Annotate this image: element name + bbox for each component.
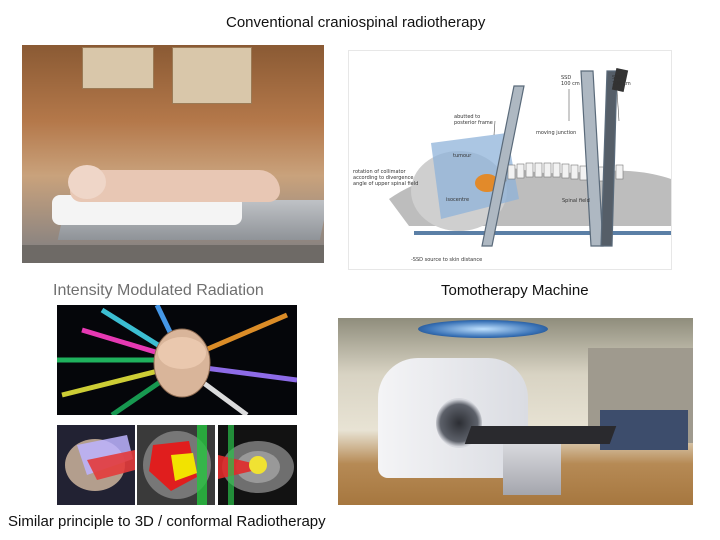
thumb-3-svg: [218, 425, 297, 505]
slide-title: Conventional craniospinal radiotherapy: [226, 14, 486, 31]
thumb-2-svg: [137, 425, 215, 505]
wall-cabinet: [172, 47, 252, 104]
imrt-beams-svg: [57, 305, 297, 415]
thumb-1-svg: [57, 425, 135, 505]
diagram-svg: [389, 67, 671, 247]
imrt-thumbnail-1: [57, 425, 135, 505]
craniospinal-field-diagram: abutted to posterior frame SSD 100 cm SS…: [348, 50, 672, 270]
patient-couch: [464, 426, 617, 444]
label-rotation: rotation of collimator according to dive…: [353, 169, 419, 187]
imrt-thumbnail-3: [218, 425, 297, 505]
label-ssd-1: SSD 100 cm: [561, 75, 580, 87]
footer-caption: Similar principle to 3D / conformal Radi…: [8, 513, 326, 530]
label-moving-junction: moving junction: [536, 130, 577, 136]
floor: [22, 245, 324, 263]
ceiling-skylight: [418, 320, 548, 338]
imrt-heading: Intensity Modulated Radiation: [53, 282, 264, 299]
patient-couch-photo: [22, 45, 324, 263]
imrt-beam-render: [57, 305, 297, 415]
patient-head: [68, 165, 106, 199]
tomotherapy-room-photo: [338, 318, 693, 505]
label-ssd-2: SSD 100 cm: [612, 75, 631, 87]
label-ssd-note: -SSD source to skin distance: [411, 257, 483, 263]
tomotherapy-heading: Tomotherapy Machine: [441, 282, 589, 299]
couch-base: [503, 443, 561, 495]
label-spinal-field: Spinal field: [562, 198, 590, 204]
label-isocentre: isocentre: [446, 197, 470, 203]
label-abutted: abutted to posterior frame: [454, 114, 493, 126]
imrt-thumbnail-2: [137, 425, 215, 505]
label-tumour: tumour: [453, 153, 472, 159]
wall-cabinet: [82, 47, 154, 89]
